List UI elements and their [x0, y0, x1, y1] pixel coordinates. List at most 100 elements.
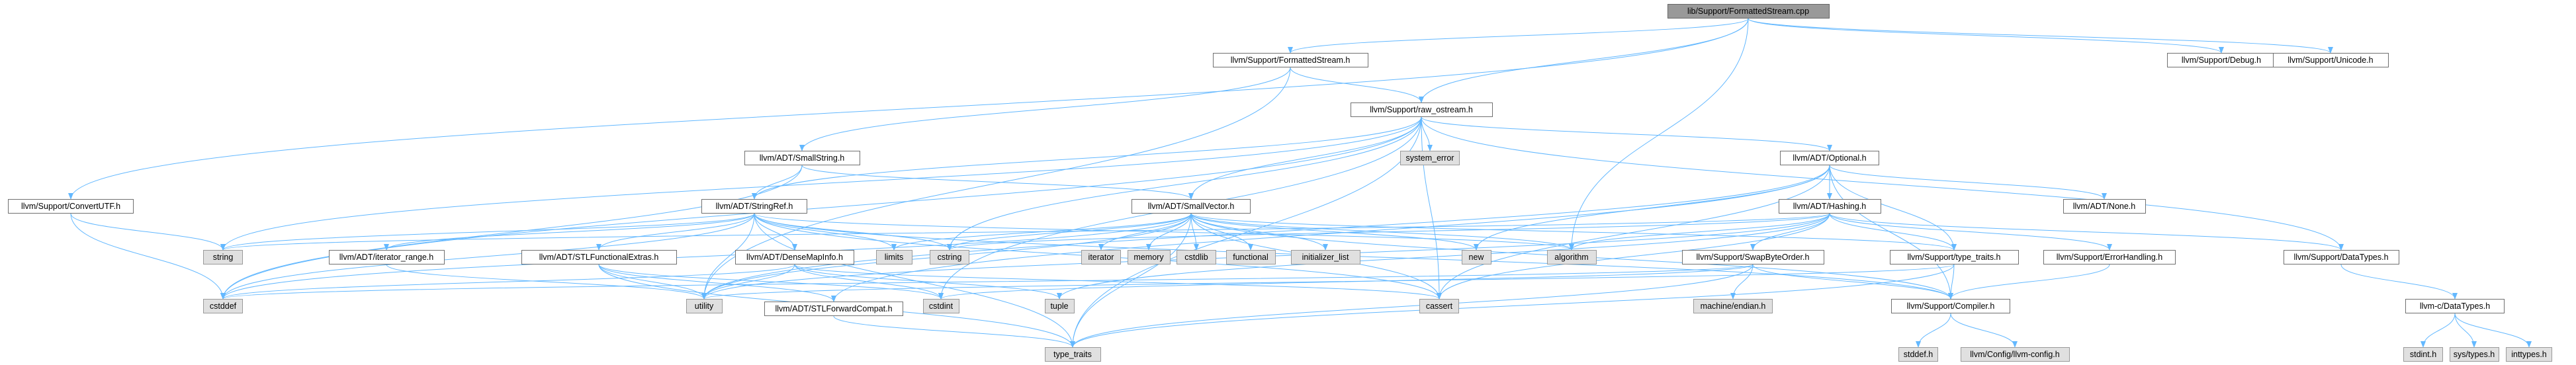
graph-node-formattedstream[interactable]: llvm/Support/FormattedStream.h [1212, 53, 1368, 67]
graph-node-stlforward[interactable]: llvm/ADT/STLForwardCompat.h [764, 302, 903, 316]
edge-densemapinfo-to-cstdint [794, 264, 944, 300]
edge-cdatatypes-to-stdint [2421, 313, 2456, 348]
graph-node-root: lib/Support/FormattedStream.cpp [1667, 4, 1830, 19]
edge-stringref-to-cstring [754, 213, 952, 251]
edge-smallvector-to-initlist [1190, 213, 1328, 251]
edge-hashing-to-cassert [1437, 213, 1830, 300]
edge-root-to-debug [1748, 18, 2224, 54]
graph-node-hashing[interactable]: llvm/ADT/Hashing.h [1778, 199, 1881, 214]
edge-rawostream-to-string [220, 116, 1422, 251]
edge-rawostream-to-cassert [1421, 116, 1442, 300]
edge-compiler-to-llvmconfig [1950, 313, 2018, 348]
graph-node-stlfunctional[interactable]: llvm/ADT/STLFunctionalExtras.h [521, 250, 677, 264]
edge-rawostream-to-cstddef [220, 116, 1422, 300]
edge-stringref-to-limits [754, 213, 897, 251]
graph-node-memory: memory [1127, 250, 1171, 264]
edge-stlfunctional-to-cstdint [598, 264, 944, 300]
graph-node-limits: limits [875, 250, 912, 264]
edge-swapbyte-to-cstddef [220, 264, 1754, 300]
edge-cdatatypes-to-systypes [2454, 313, 2477, 348]
edge-rawostream-to-stringref [752, 116, 1422, 200]
edge-optional-to-none [1829, 165, 2107, 200]
graph-node-swapbyte[interactable]: llvm/Support/SwapByteOrder.h [1681, 250, 1824, 264]
edge-smallvector-to-functional [1190, 213, 1253, 251]
graph-node-algorithm: algorithm [1546, 250, 1597, 264]
edge-root-to-algorithm [1569, 18, 1749, 251]
edge-smallvector-to-typetraits_h [1190, 213, 1957, 251]
graph-node-iterrange[interactable]: llvm/ADT/iterator_range.h [328, 250, 445, 264]
edge-root-to-rawostream [1419, 18, 1749, 103]
edge-formattedstream-to-rawostream [1290, 67, 1424, 103]
edge-hashing-to-typetraits_h [1829, 213, 1957, 251]
graph-node-convertutf[interactable]: llvm/Support/ConvertUTF.h [8, 199, 134, 214]
graph-node-cassert: cassert [1419, 299, 1459, 313]
graph-node-unicode[interactable]: llvm/Support/Unicode.h [2272, 53, 2389, 67]
edge-densemapinfo-to-tuple [794, 264, 1062, 300]
graph-node-system_error: system_error [1400, 151, 1460, 165]
edge-hashing-to-errorhandling [1829, 213, 2112, 251]
graph-node-cstddef: cstddef [203, 299, 243, 313]
edge-hashing-to-cstring [947, 213, 1830, 251]
edge-typetraits_h-to-compiler [1948, 264, 1955, 300]
graph-node-smallstring[interactable]: llvm/ADT/SmallString.h [744, 151, 860, 165]
edge-smallvector-to-iterator [1098, 213, 1192, 251]
edge-compiler-to-stddef [1916, 313, 1951, 348]
graph-node-llvmconfig: llvm/Config/llvm-config.h [1960, 347, 2070, 362]
edge-stringref-to-stlfunctional [596, 213, 755, 251]
graph-node-cstdlib: cstdlib [1177, 250, 1216, 264]
graph-node-stddef: stddef.h [1898, 347, 1938, 362]
graph-node-inttypes: inttypes.h [2506, 347, 2552, 362]
graph-node-tuple: tuple [1044, 299, 1075, 313]
graph-node-cdatatypes[interactable]: llvm-c/DataTypes.h [2405, 299, 2505, 313]
edge-optional-to-compiler [1829, 165, 1953, 300]
graph-node-iterator: iterator [1081, 250, 1121, 264]
edge-datatypes-to-cdatatypes [2340, 264, 2458, 300]
edge-root-to-convertutf [68, 18, 1749, 200]
graph-node-functional: functional [1225, 250, 1276, 264]
graph-node-utility: utility [686, 299, 723, 313]
edge-stringref-to-densemapinfo [754, 213, 797, 251]
graph-node-errorhandling[interactable]: llvm/Support/ErrorHandling.h [2043, 250, 2176, 264]
edge-stringref-to-typetraits [754, 213, 1075, 348]
edge-densemapinfo-to-cstddef [220, 264, 795, 300]
edge-stringref-to-iterrange [384, 213, 755, 251]
edge-typetraits_h-to-utility [701, 264, 1955, 300]
edge-convertutf-to-string [70, 213, 226, 251]
edge-smallvector-to-cstring [947, 213, 1192, 251]
edge-stlforward-to-typetraits [833, 315, 1075, 348]
edge-optional-to-utility [701, 165, 1830, 300]
edge-optional-to-typetraits_h [1829, 165, 1957, 251]
edge-hashing-to-swapbyte [1750, 213, 1830, 251]
edge-smallvector-to-cstddef [220, 213, 1192, 300]
graph-node-systypes: sys/types.h [2449, 347, 2499, 362]
edge-smallstring-to-cstddef [220, 165, 803, 300]
graph-node-none[interactable]: llvm/ADT/None.h [2063, 199, 2146, 214]
graph-node-compiler[interactable]: llvm/Support/Compiler.h [1891, 299, 2010, 313]
edge-smallvector-to-memory [1146, 213, 1192, 251]
edge-stringref-to-cstddef [220, 213, 755, 300]
graph-node-typetraits_h[interactable]: llvm/Support/type_traits.h [1889, 250, 2019, 264]
edge-densemapinfo-to-utility [701, 264, 795, 300]
edge-root-to-formattedstream [1288, 18, 1749, 54]
graph-node-rawostream[interactable]: llvm/Support/raw_ostream.h [1350, 102, 1493, 117]
edge-hashing-to-tuple [1057, 213, 1830, 300]
edge-swapbyte-to-typetraits [1070, 264, 1754, 348]
edge-densemapinfo-to-cassert [794, 264, 1442, 300]
graph-node-stringref[interactable]: llvm/ADT/StringRef.h [701, 199, 807, 214]
graph-node-smallvector[interactable]: llvm/ADT/SmallVector.h [1132, 199, 1251, 214]
graph-node-densemapinfo[interactable]: llvm/ADT/DenseMapInfo.h [735, 250, 854, 264]
edge-hashing-to-algorithm [1569, 213, 1830, 251]
edge-smallstring-to-stringref [752, 165, 803, 200]
graph-node-optional[interactable]: llvm/ADT/Optional.h [1780, 151, 1879, 165]
edge-formattedstream-to-smallstring [799, 67, 1291, 151]
graph-node-string: string [203, 250, 243, 264]
edge-iterrange-to-utility [386, 264, 707, 300]
graph-node-debug[interactable]: llvm/Support/Debug.h [2166, 53, 2276, 67]
graph-node-datatypes[interactable]: llvm/Support/DataTypes.h [2283, 250, 2399, 264]
edge-stringref-to-string [220, 213, 755, 251]
edge-stringref-to-algorithm [754, 213, 1574, 251]
edge-smallvector-to-new [1190, 213, 1479, 251]
edge-swapbyte-to-compiler [1752, 264, 1953, 300]
graph-node-cstdint: cstdint [922, 299, 959, 313]
